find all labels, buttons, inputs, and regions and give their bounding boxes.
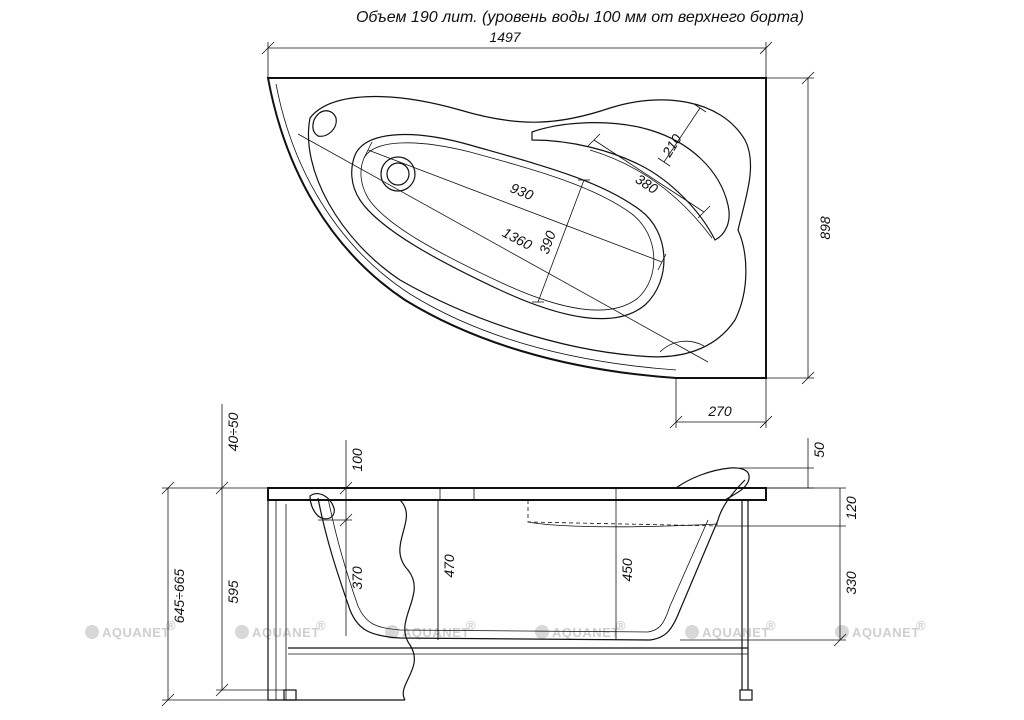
drain-icon <box>380 156 416 192</box>
svg-text:AQUANET: AQUANET <box>852 625 920 640</box>
svg-text:1497: 1497 <box>489 29 521 45</box>
watermark-5: AQUANET® <box>685 618 776 640</box>
svg-text:40÷50: 40÷50 <box>225 412 241 451</box>
svg-text:390: 390 <box>536 228 559 256</box>
svg-text:®: ® <box>316 618 326 633</box>
svg-text:®: ® <box>916 618 926 633</box>
svg-text:100: 100 <box>349 448 365 472</box>
svg-text:898: 898 <box>817 216 833 240</box>
top-seat-edge <box>589 149 713 239</box>
watermark-2: AQUANET® <box>235 618 326 640</box>
dim-inner-width-390: 390 <box>532 179 590 303</box>
side-basin-profile <box>317 479 746 641</box>
drawing-title: Объем 190 лит. (уровень воды 100 мм от в… <box>356 9 804 26</box>
svg-text:®: ® <box>616 618 626 633</box>
watermark-3: AQUANET® <box>385 618 476 640</box>
svg-text:®: ® <box>166 618 176 633</box>
svg-text:645÷665: 645÷665 <box>171 569 187 624</box>
dim-water-level: 100 <box>318 440 365 527</box>
side-left-panel <box>267 500 288 701</box>
dim-total-height: 645÷665 <box>161 481 268 707</box>
foot-right <box>739 689 753 701</box>
svg-text:AQUANET: AQUANET <box>552 625 620 640</box>
top-headrest <box>531 122 730 241</box>
top-rim-contour <box>307 95 752 358</box>
watermark-6: AQUANET® <box>835 618 926 640</box>
side-view: 645÷665 595 40÷50 100 370 <box>161 404 859 707</box>
dim-rim-height: 595 <box>215 481 284 697</box>
svg-text:370: 370 <box>349 566 365 590</box>
svg-text:®: ® <box>466 618 476 633</box>
svg-text:120: 120 <box>843 496 859 520</box>
dim-step: 330 <box>680 526 859 647</box>
svg-text:AQUANET: AQUANET <box>402 625 470 640</box>
svg-text:930: 930 <box>508 180 536 204</box>
side-break-line <box>399 499 415 701</box>
svg-text:450: 450 <box>619 558 635 582</box>
dim-headrest: 50 <box>740 438 827 489</box>
svg-text:470: 470 <box>441 554 457 578</box>
dim-depth-450: 450 <box>619 558 635 582</box>
svg-text:®: ® <box>766 618 776 633</box>
watermark-4: AQUANET® <box>535 618 626 640</box>
overflow-icon <box>312 110 337 137</box>
svg-text:330: 330 <box>843 571 859 595</box>
watermark-1: AQUANET® <box>85 618 176 640</box>
top-outer-edge-inner <box>275 83 677 371</box>
svg-text:595: 595 <box>225 580 241 604</box>
dim-width-1497: 1497 <box>261 29 773 78</box>
top-basin-contour <box>351 133 665 320</box>
dim-depth-898: 898 <box>766 71 833 385</box>
side-overflow-icon <box>309 493 335 520</box>
dim-depth-370: 370 <box>345 520 365 636</box>
side-seat-outline <box>527 500 721 527</box>
top-corner-detail <box>659 340 705 353</box>
side-headrest <box>675 467 750 501</box>
foot-left <box>283 689 297 701</box>
svg-text:270: 270 <box>707 403 732 419</box>
top-view: 1497 898 270 1360 <box>261 29 833 429</box>
svg-text:AQUANET: AQUANET <box>102 625 170 640</box>
dim-offset-270: 270 <box>669 378 773 429</box>
dim-leg-adjust: 40÷50 <box>221 404 241 488</box>
svg-text:210: 210 <box>658 131 685 160</box>
svg-text:50: 50 <box>811 442 827 458</box>
top-outer-contour <box>266 77 767 379</box>
top-basin-inner <box>360 142 655 311</box>
svg-text:AQUANET: AQUANET <box>702 625 770 640</box>
side-rim <box>267 487 767 501</box>
dim-depth-470: 470 <box>437 500 457 640</box>
dim-rim-thickness: 120 <box>720 487 859 527</box>
watermark-row: AQUANET® AQUANET® AQUANET® AQUANET® AQUA… <box>85 618 926 640</box>
